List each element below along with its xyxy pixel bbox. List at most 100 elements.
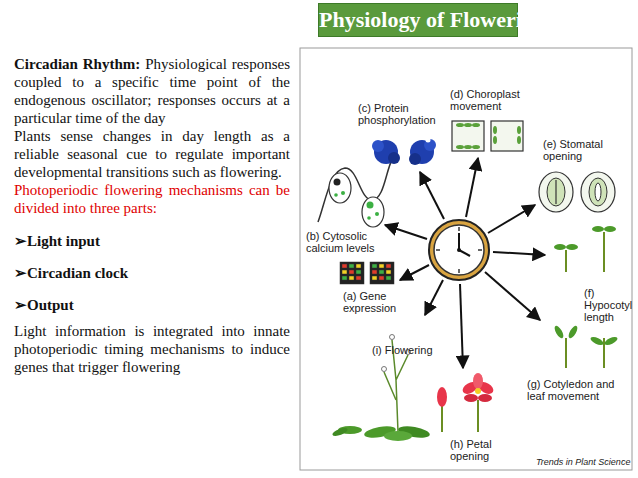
gene-array [372,270,377,274]
calcium-cells [334,193,338,197]
stomata [547,178,565,206]
radial-arrow [425,280,443,315]
stomata [539,172,615,212]
stomata [589,178,607,206]
cotyledon-seedlings [567,324,579,339]
gene-array [342,270,347,274]
petal-flowers [437,387,447,407]
calcium-cells [375,212,379,216]
gene-array [372,276,377,280]
radial-arrow [493,252,545,255]
paragraph: Photoperiodic flowering mechanisms can b… [14,181,290,217]
radial-arrow [466,158,478,217]
slide-title: Physiology of Flowering [318,3,518,37]
clock-symbol [429,220,489,280]
panel-label: (a) Gene expression [343,290,413,314]
gene-array [370,262,394,284]
clock-symbol [458,269,460,273]
gene-array [349,264,354,268]
cotyledon-seedlings [603,338,605,368]
flowering-plant [331,426,348,437]
calcium-cells [329,173,351,203]
paragraph: ➢Circadian clock [14,264,290,282]
hypocotyl-seedlings [554,244,566,250]
paragraph: ➢Light input [14,232,290,250]
petal-flowers [477,400,479,432]
hypocotyl-seedlings [592,226,604,232]
calcium-cells [362,197,384,227]
gene-array [379,270,384,274]
radial-arrow [385,225,427,239]
text-column: Circadian Rhythm: Physiological response… [14,55,290,376]
figure-frame [300,48,632,470]
clock-symbol [458,227,460,231]
chloroplast-cells [452,121,523,151]
gene-array [342,276,347,280]
cotyledon-seedlings [565,338,567,368]
panel-label: (c) Protein phosphorylation [358,102,440,126]
gene-array [342,264,347,268]
body-text: Photoperiodic flowering mechanisms can b… [14,182,290,216]
gene-array [356,264,361,268]
chloroplast-cells [456,123,464,127]
chloroplast-cells [493,126,497,134]
radial-arrow [460,284,463,368]
gene-array [349,270,354,274]
cotyledon-seedlings [553,324,565,339]
gene-array [340,262,394,284]
calcium-cells [318,160,392,227]
gene-array [379,264,384,268]
chloroplast-cells [456,145,464,149]
chloroplast-cells [464,145,472,149]
chloroplast-cells [452,121,484,151]
protein-blob [409,153,421,165]
paragraph: Light information is integrated into inn… [14,322,290,376]
clock-symbol [429,220,489,280]
radial-arrow [385,158,545,368]
gene-array [386,264,391,268]
panel-label: (h) Petal opening [450,438,510,462]
panel-label: (f) Hypocotyl length [584,287,636,323]
gene-array [386,276,391,280]
body-text: Light information is integrated into inn… [14,323,290,375]
panel-label: (b) Cytosolic calcium levels [306,230,386,254]
chloroplast-cells [456,123,521,149]
gene-array [372,264,377,268]
chloroplast-cells [472,145,480,149]
radial-arrow [400,265,429,280]
body-text: Plants sense changes in day length as a … [14,128,290,180]
hypocotyl-seedlings [554,226,616,272]
radial-arrow [488,205,535,233]
paragraph: Circadian Rhythm: Physiological response… [14,55,290,127]
clock-symbol [436,249,440,251]
clock-symbol [434,225,484,275]
flowering-plant [384,431,412,441]
cotyledon-seedlings [603,335,618,346]
clock-symbol [478,249,482,251]
clock-symbol [458,233,460,250]
protein-blob [426,138,431,143]
calcium-cells [367,216,371,220]
radial-arrow [485,272,540,320]
protein-blob [372,140,384,152]
flowering-plant [382,367,387,372]
calcium-cells [341,191,345,195]
paragraph: ➢Output [14,296,290,314]
petal-flowers [464,394,478,402]
gene-array [386,270,391,274]
panel-label: (i) Flowering [372,344,452,356]
bullet-item: ➢Circadian clock [14,265,128,281]
calcium-cells [367,202,374,209]
cotyledon-seedlings [589,335,604,346]
chloroplast-cells [491,121,523,151]
stomata [539,172,573,212]
hypocotyl-seedlings [604,226,616,232]
source-credit: Trends in Plant Science [536,456,631,468]
gene-array [379,276,384,280]
petal-flowers [473,373,483,389]
stomata [555,180,556,204]
hypocotyl-seedlings [565,250,567,272]
bullet-item: ➢Light input [14,233,100,249]
petal-flowers [441,405,443,432]
